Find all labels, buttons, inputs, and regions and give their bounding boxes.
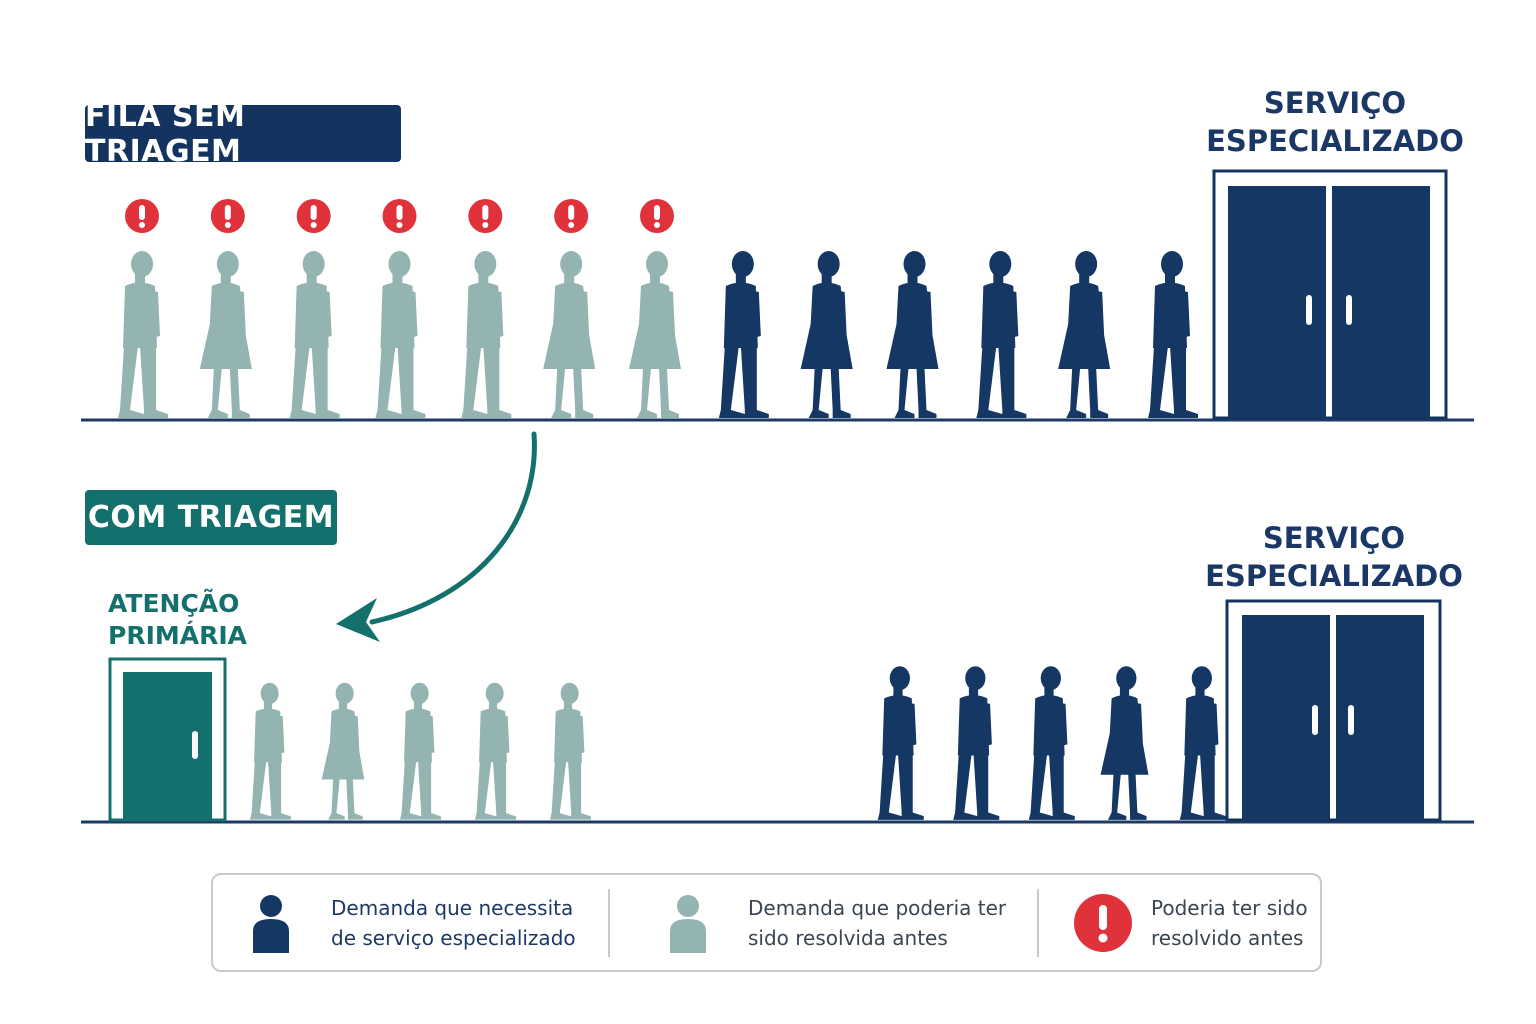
top-queue-person-5-light — [461, 251, 512, 418]
fila-sem-triagem-badge: FILA SEM TRIAGEM — [85, 99, 401, 169]
service-title-top-line1: SERVIÇO — [1263, 86, 1407, 120]
primary-queue-person-2-light — [321, 682, 365, 820]
legend-text-light: Demanda que poderia ter sido resolvida a… — [748, 893, 1006, 953]
top-queue-person-1-light — [118, 251, 168, 418]
top-queue-person-13-navy — [1148, 251, 1198, 418]
alert-icon — [640, 199, 674, 233]
primary-care-door — [108, 657, 227, 822]
specialist-door-bottom — [1225, 599, 1442, 822]
legend: Demanda que necessita de serviço especia… — [211, 873, 1322, 972]
top-queue-person-11-navy — [976, 251, 1027, 418]
top-queue-person-8-navy — [718, 251, 769, 418]
alert-icon — [554, 199, 589, 233]
alert-icon — [210, 199, 245, 233]
top-queue-person-2-light — [199, 251, 252, 418]
legend-text-navy: Demanda que necessita de serviço especia… — [331, 893, 576, 953]
triage-arrow — [336, 431, 537, 642]
top-queue-person-9-navy — [800, 251, 853, 418]
legend-text-light-line1: Demanda que poderia ter — [748, 895, 1007, 920]
legend-text-alert: Poderia ter sido resolvido antes — [1151, 893, 1308, 953]
legend-text-light-line2: sido resolvida antes — [748, 925, 948, 950]
legend-text-alert-line2: resolvido antes — [1151, 925, 1304, 950]
specialist-queue-person-4-navy — [1100, 666, 1149, 820]
service-title-top: SERVIÇO ESPECIALIZADO — [1200, 84, 1470, 160]
com-triagem-badge: COM TRIAGEM — [85, 490, 337, 545]
legend-item-alert: Poderia ter sido resolvido antes — [1073, 875, 1313, 970]
primary-queue-person-4-light — [474, 682, 516, 820]
specialist-queue-person-5-navy — [1179, 666, 1226, 820]
service-title-bottom: SERVIÇO ESPECIALIZADO — [1200, 519, 1468, 595]
top-queue-person-4-light — [375, 251, 426, 418]
primary-queue-person-1-light — [249, 682, 291, 820]
top-queue-person-7-light — [629, 251, 681, 418]
primary-queue-person-3-light — [399, 682, 441, 820]
alert-icon — [382, 199, 417, 233]
service-title-bottom-line1: SERVIÇO — [1262, 521, 1406, 555]
legend-text-navy-line2: de serviço especializado — [331, 925, 576, 950]
service-title-top-line2: ESPECIALIZADO — [1206, 124, 1464, 158]
alert-icon — [468, 199, 503, 233]
people-layer — [118, 199, 1226, 820]
specialist-queue-person-2-navy — [953, 666, 1000, 820]
alert-icon — [296, 199, 331, 233]
specialist-door-top — [1212, 169, 1448, 420]
primary-care-title-line1: ATENÇÃO — [108, 589, 240, 618]
specialist-queue-person-1-navy — [877, 666, 924, 820]
top-queue-person-12-navy — [1058, 251, 1111, 418]
alert-icon — [1073, 888, 1133, 958]
legend-text-alert-line1: Poderia ter sido — [1151, 895, 1308, 920]
legend-item-light: Demanda que poderia ter sido resolvida a… — [658, 875, 1018, 970]
primary-queue-person-5-light — [549, 682, 591, 820]
top-queue-person-3-light — [289, 251, 340, 418]
legend-item-navy: Demanda que necessita de serviço especia… — [241, 875, 601, 970]
alert-icon — [125, 199, 159, 233]
top-queue-person-10-navy — [886, 251, 939, 418]
top-queue-person-6-light — [543, 251, 596, 418]
light-person-icon — [658, 888, 718, 958]
legend-text-navy-line1: Demanda que necessita — [331, 895, 574, 920]
primary-care-title: ATENÇÃO PRIMÁRIA — [108, 588, 247, 652]
legend-separator — [1037, 889, 1039, 957]
primary-care-title-line2: PRIMÁRIA — [108, 621, 248, 650]
legend-separator — [608, 889, 610, 957]
specialist-queue-person-3-navy — [1028, 666, 1075, 820]
service-title-bottom-line2: ESPECIALIZADO — [1205, 559, 1463, 593]
navy-person-icon — [241, 888, 301, 958]
